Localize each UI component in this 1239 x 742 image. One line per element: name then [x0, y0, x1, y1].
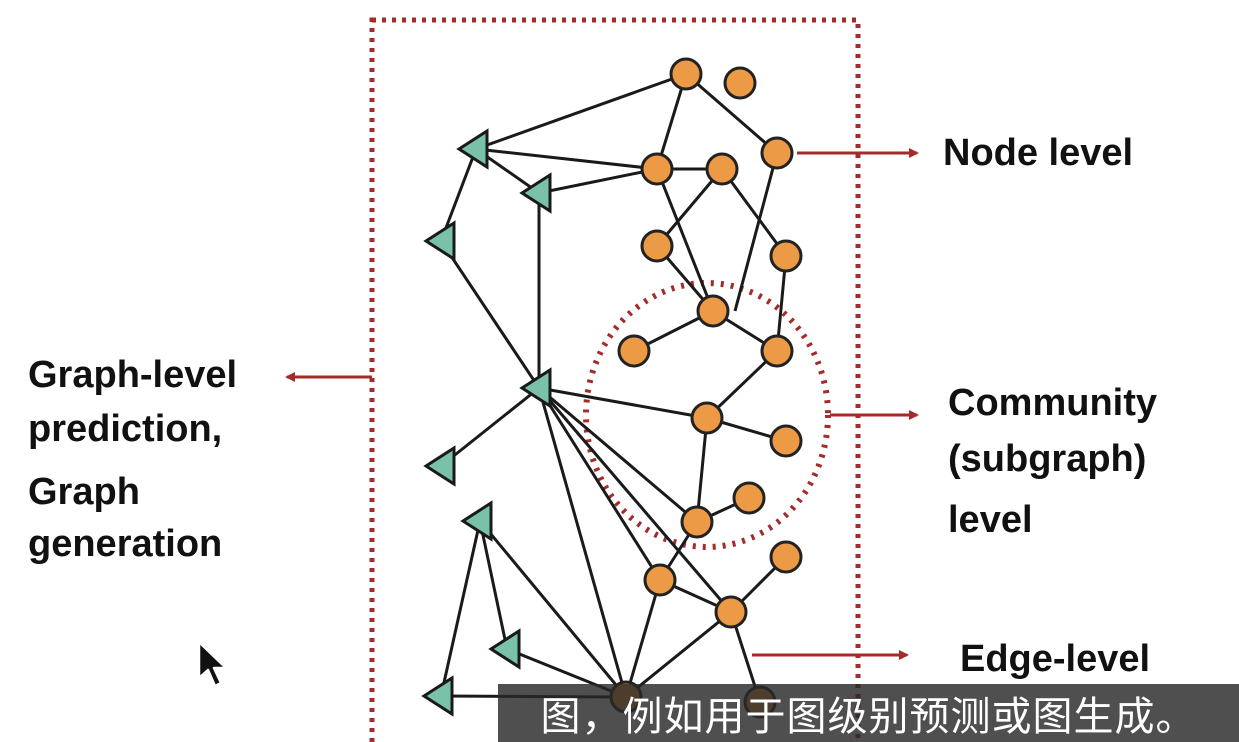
edge	[624, 579, 662, 698]
edge	[537, 387, 733, 613]
graph-level-label: generation	[28, 523, 223, 565]
graph-triangle	[519, 367, 552, 409]
community-level-label: Community	[948, 382, 1157, 424]
edge	[439, 240, 541, 389]
graph-node	[732, 481, 766, 515]
edge	[655, 168, 715, 312]
node-group	[609, 57, 803, 719]
edge	[538, 386, 708, 420]
graph-level-boundary	[369, 17, 861, 742]
graph-node	[640, 229, 674, 263]
edge	[478, 520, 628, 698]
edge	[478, 520, 509, 650]
graph-node	[680, 505, 714, 539]
graph-node	[769, 239, 803, 273]
graph-node	[617, 334, 651, 368]
community-boundary	[583, 280, 831, 550]
edge	[475, 72, 687, 151]
graph-node	[643, 563, 677, 597]
graph-level-label: Graph	[28, 471, 140, 513]
graph-node	[723, 66, 757, 100]
community-level-label: (subgraph)	[948, 438, 1147, 480]
subtitle-text: 图，例如用于图级别预测或图生成。	[540, 694, 1197, 740]
edge	[655, 168, 724, 247]
edge	[440, 386, 540, 468]
edge	[720, 168, 788, 257]
graph-level-label: prediction,	[28, 408, 223, 450]
edge	[537, 387, 662, 581]
mouse-pointer-icon	[197, 640, 228, 688]
graph-triangle	[519, 172, 552, 214]
graph-node	[760, 136, 794, 170]
edge	[537, 387, 628, 698]
node-level-label: Node level	[943, 132, 1134, 174]
graph-level-label: Graph-level	[28, 354, 238, 396]
graph-triangle	[423, 445, 456, 487]
graph-node	[696, 294, 730, 328]
edge	[695, 417, 709, 523]
edge	[538, 167, 658, 195]
edge	[439, 520, 482, 697]
graph-node	[705, 152, 739, 186]
edge	[655, 73, 688, 170]
graph-node	[760, 334, 794, 368]
graph-node	[640, 152, 674, 186]
edge	[733, 152, 779, 312]
edge	[685, 72, 778, 155]
graph-node	[769, 424, 803, 458]
edge-level-label: Edge-level	[960, 638, 1151, 680]
graph-triangle	[421, 675, 454, 717]
graph-node	[769, 540, 803, 574]
graph-node	[690, 401, 724, 435]
graph-node	[714, 595, 748, 629]
graph-triangle	[460, 500, 493, 542]
community-level-label: level	[948, 499, 1033, 541]
triangle-group	[421, 128, 552, 717]
graph-triangle	[456, 128, 489, 170]
edge	[439, 148, 478, 242]
edge	[538, 386, 698, 524]
graph-node	[669, 57, 703, 91]
edge	[475, 147, 658, 171]
arrow-group	[285, 148, 919, 660]
subtitle-bar: 图，例如用于图级别预测或图生成。	[498, 684, 1239, 742]
graph-triangle	[423, 220, 456, 262]
graph-triangle	[488, 628, 521, 670]
edge	[625, 610, 732, 699]
